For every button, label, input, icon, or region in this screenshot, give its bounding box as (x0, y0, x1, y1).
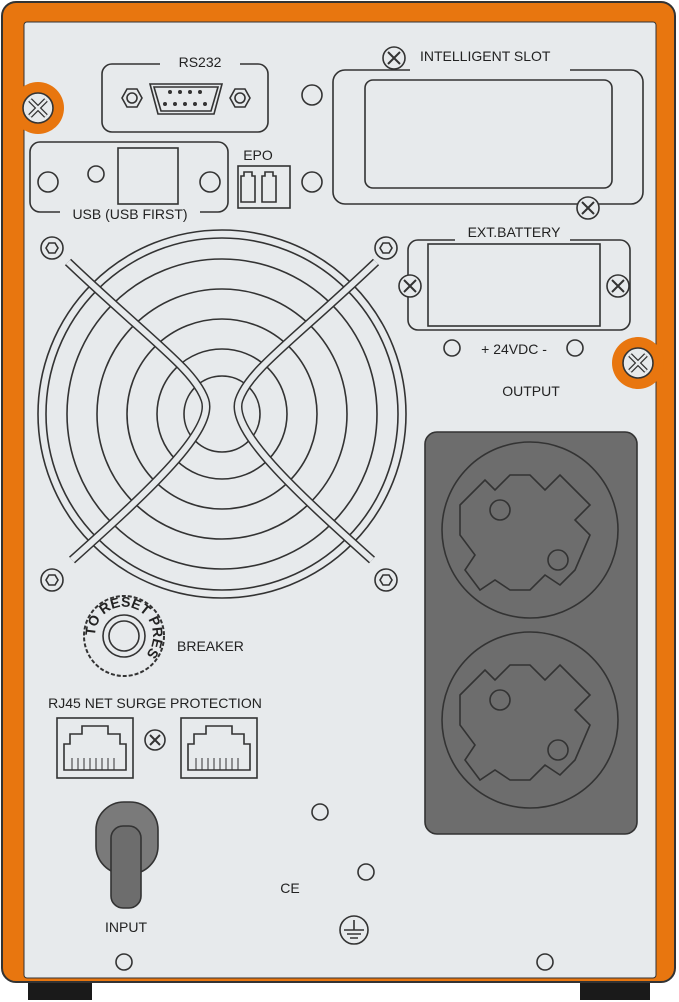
screw-icon (622, 347, 654, 379)
screw-icon (606, 274, 630, 298)
rs232-port[interactable]: RS232 (101, 54, 269, 133)
usb-port[interactable]: USB (USB FIRST) (29, 141, 229, 222)
input-power-cord[interactable] (95, 801, 159, 909)
hex-screw-icon (374, 236, 398, 260)
input-label: INPUT (105, 919, 147, 935)
battery-voltage-label: + 24VDC - (481, 341, 547, 357)
ground-symbol-icon (339, 915, 369, 945)
output-outlets (424, 431, 638, 835)
rj45-label: RJ45 NET SURGE PROTECTION (48, 695, 262, 711)
mount-hole (311, 803, 329, 821)
mount-hole (536, 953, 554, 971)
foot-left (28, 978, 92, 1000)
screw-icon (576, 196, 600, 220)
ce-mark: CE (280, 880, 299, 896)
usb-label: USB (USB FIRST) (72, 206, 187, 222)
breaker-label: BREAKER (177, 638, 244, 654)
hex-screw-icon (40, 236, 64, 260)
rj45-port-out[interactable] (180, 717, 258, 779)
epo-label: EPO (243, 147, 273, 163)
fan-grille (37, 229, 407, 599)
schuko-outlet[interactable] (441, 631, 619, 809)
hex-screw-icon (374, 568, 398, 592)
schuko-outlet[interactable] (441, 441, 619, 619)
mount-hole (357, 863, 375, 881)
screw-icon (22, 92, 54, 124)
intelligent-slot-label: INTELLIGENT SLOT (420, 48, 551, 64)
intelligent-slot[interactable]: INTELLIGENT SLOT (332, 46, 644, 220)
rj45-port-in[interactable] (56, 717, 134, 779)
screw-icon (382, 46, 406, 70)
ext-battery-connector[interactable]: EXT.BATTERY + 24VDC - (398, 224, 631, 357)
mount-hole (301, 84, 323, 106)
hex-screw-icon (40, 568, 64, 592)
mount-hole (301, 171, 323, 193)
epo-connector[interactable]: EPO (237, 147, 291, 209)
mount-hole (115, 953, 133, 971)
screw-icon (398, 274, 422, 298)
foot-right (580, 978, 650, 1000)
screw-icon (144, 729, 166, 751)
output-label: OUTPUT (502, 383, 560, 399)
rs232-label: RS232 (179, 54, 222, 70)
ext-battery-label: EXT.BATTERY (468, 224, 562, 240)
